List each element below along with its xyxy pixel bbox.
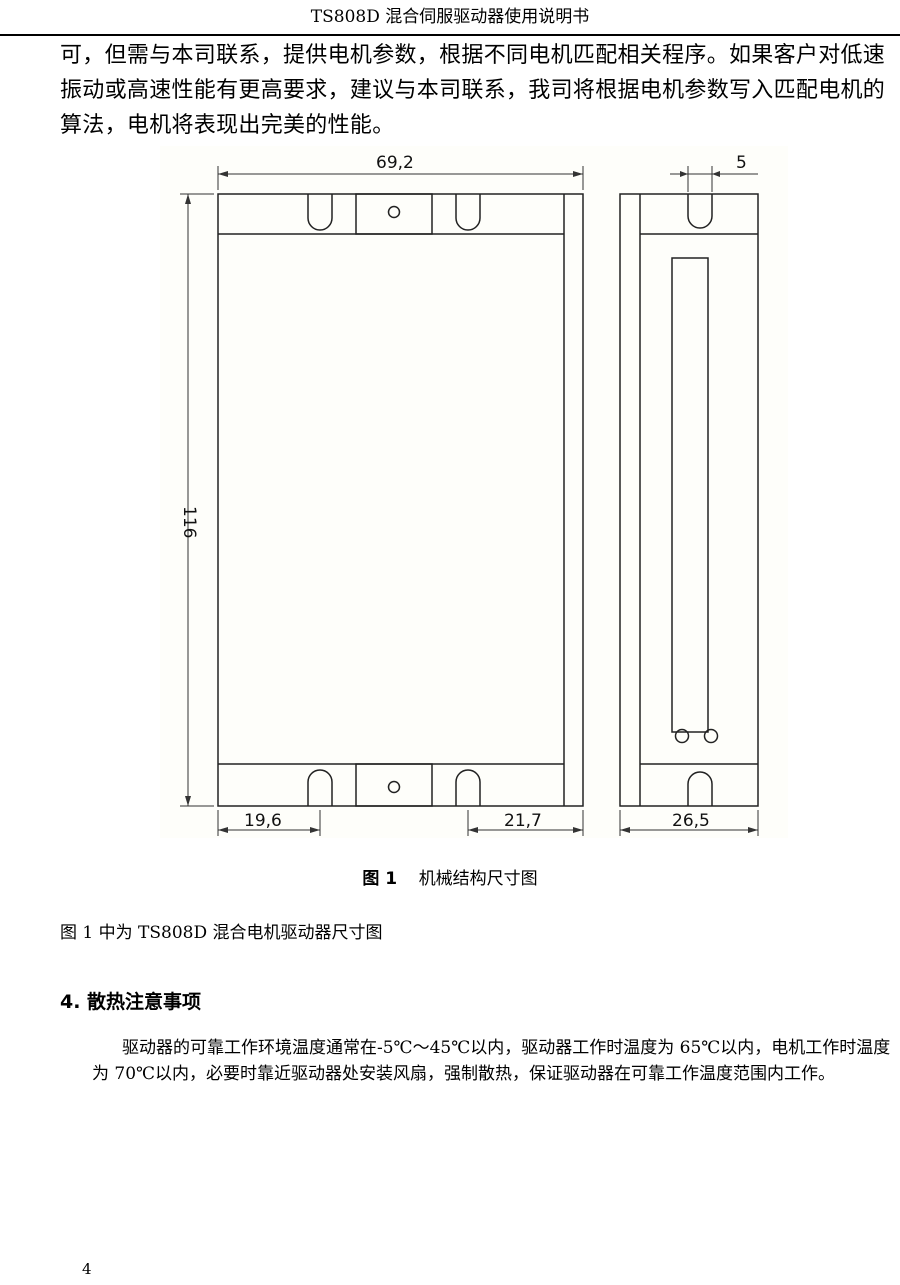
- dim-label-width: 69,2: [376, 153, 414, 173]
- figure-caption-number: 图 1: [362, 869, 398, 889]
- side-window: [671, 257, 709, 733]
- front-bottom-slot-right: [455, 769, 481, 806]
- section-heading: 4. 散热注意事项: [60, 991, 202, 1013]
- page-number: 4: [82, 1260, 92, 1278]
- dim-label-left-offset: 19,6: [244, 811, 282, 831]
- dim-label-slot-width: 5: [736, 153, 747, 173]
- figure-caption-text: 机械结构尺寸图: [418, 869, 538, 889]
- dim-label-right-offset: 21,7: [504, 811, 542, 831]
- front-top-slot-left: [307, 194, 333, 231]
- header-title: TS808D 混合伺服驱动器使用说明书: [310, 7, 590, 27]
- side-hole-left: [674, 728, 690, 744]
- figure-note: 图 1 中为 TS808D 混合电机驱动器尺寸图: [60, 923, 383, 943]
- side-top-slot: [687, 194, 713, 229]
- intro-paragraph: 可，但需与本司联系，提供电机参数，根据不同电机匹配相关程序。如果客户对低速振动或…: [60, 43, 886, 138]
- page-header: TS808D 混合伺服驱动器使用说明书: [0, 0, 900, 36]
- section-body: 驱动器的可靠工作环境温度通常在-5℃～45℃以内，驱动器工作时温度为 65℃以内…: [92, 1038, 891, 1084]
- front-top-tab: [355, 193, 433, 235]
- dimension-drawing: 69,2 116 19,6 21,7 26,5 5: [160, 146, 788, 838]
- front-bottom-slot-left: [307, 769, 333, 806]
- side-bottom-slot: [687, 771, 713, 806]
- side-outline: [619, 193, 759, 807]
- front-top-slot-right: [455, 194, 481, 231]
- dim-label-height: 116: [179, 506, 199, 538]
- front-top-hole: [387, 205, 401, 219]
- dimension-drawing-svg: 69,2 116 19,6 21,7 26,5 5: [179, 153, 759, 836]
- side-hole-right: [703, 728, 719, 744]
- front-bottom-tab: [355, 763, 433, 807]
- front-bottom-hole: [387, 780, 401, 794]
- front-outline: [217, 193, 584, 807]
- dim-label-side-depth: 26,5: [672, 811, 710, 831]
- figure-caption: 图 1 机械结构尺寸图: [0, 866, 900, 892]
